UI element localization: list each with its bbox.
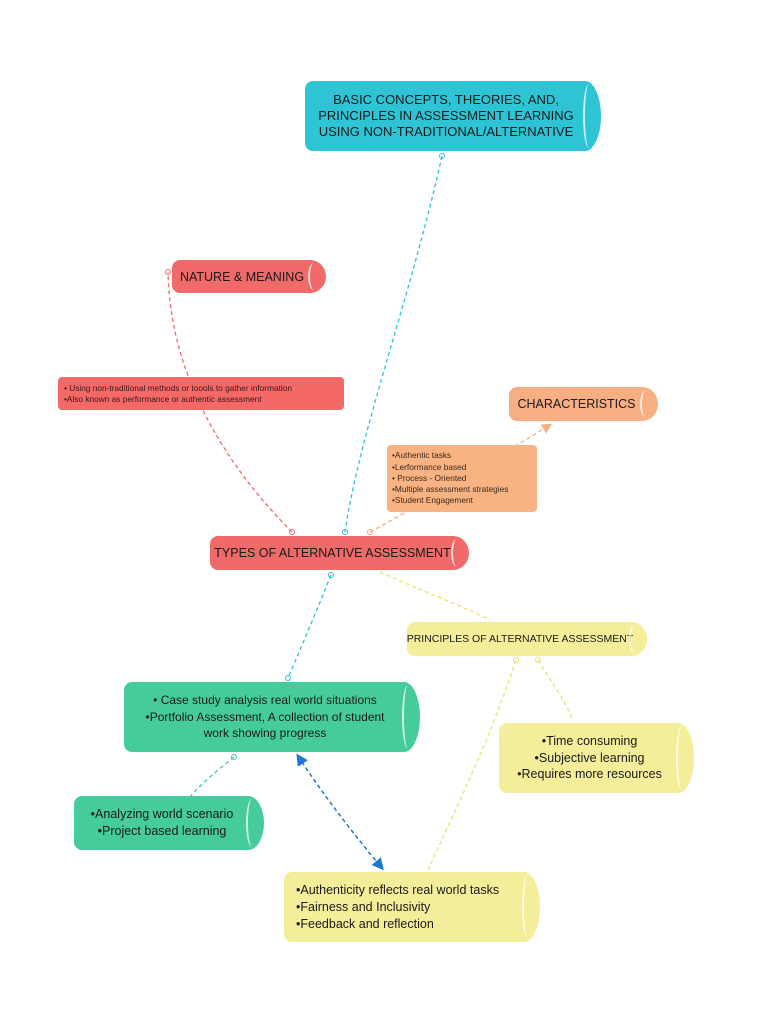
connector-types-to-case-study bbox=[287, 574, 332, 679]
types-node: TYPES OF ALTERNATIVE ASSESSMENT bbox=[210, 536, 469, 570]
node-text-line: •Student Engagement bbox=[392, 495, 473, 506]
nature-meaning-node: NATURE & MEANING bbox=[172, 260, 326, 293]
node-label: NATURE & MEANING bbox=[179, 269, 305, 284]
principles-node: PRINCIPLES OF ALTERNATIVE ASSESSMENT bbox=[407, 622, 647, 656]
node-text-line: PRINCIPLES IN ASSESSMENT LEARNING bbox=[318, 108, 574, 123]
node-text-line: •Project based learning bbox=[97, 824, 227, 838]
characteristics-description-node: •Authentic tasks •Lerformance based • Pr… bbox=[387, 445, 537, 512]
connector-principles-to-drawbacks bbox=[537, 659, 574, 721]
node-label: PRINCIPLES OF ALTERNATIVE ASSESSMENT bbox=[407, 633, 634, 645]
node-text-line: USING NON-TRADITIONAL/ALTERNATIVE bbox=[318, 124, 574, 139]
connector-types-to-principles bbox=[379, 571, 491, 621]
node-text-line: •Feedback and reflection bbox=[296, 916, 434, 931]
node-text-line: • Using non-traditional methods or toool… bbox=[64, 383, 292, 393]
connector-dot bbox=[513, 657, 519, 663]
connector-case-study-to-analyzing bbox=[189, 756, 235, 798]
connector-dot bbox=[231, 754, 237, 760]
case-study-node: • Case study analysis real world situati… bbox=[124, 682, 420, 752]
connector-dot bbox=[328, 572, 334, 578]
connector-dot bbox=[535, 657, 541, 663]
main-topic-node: BASIC CONCEPTS, THEORIES, AND, PRINCIPLE… bbox=[305, 81, 601, 151]
node-text-line: • Process - Oriented bbox=[392, 472, 467, 483]
connector-dot bbox=[367, 529, 373, 535]
connector-dot bbox=[439, 153, 445, 159]
node-label: CHARACTERISTICS bbox=[517, 397, 636, 411]
node-text-line: BASIC CONCEPTS, THEORIES, AND, bbox=[333, 92, 559, 107]
node-text-line: •Portfolio Assessment, A collection of s… bbox=[145, 709, 385, 724]
connector-case-study-to-authenticity bbox=[296, 753, 384, 871]
node-text-line: •Time consuming bbox=[541, 734, 638, 749]
node-label: TYPES OF ALTERNATIVE ASSESSMENT bbox=[214, 546, 451, 560]
node-text-line: •Lerformance based bbox=[392, 461, 467, 472]
characteristics-node: CHARACTERISTICS bbox=[509, 387, 658, 421]
node-text-line: •Analyzing world scenario bbox=[90, 807, 234, 821]
node-text-line: • Case study analysis real world situati… bbox=[153, 693, 377, 708]
node-text-line: •Also known as performance or authentic … bbox=[64, 393, 262, 404]
connector-dot bbox=[289, 529, 295, 535]
node-text-line: work showing progress bbox=[203, 726, 327, 741]
node-text-line: •Requires more resources bbox=[517, 767, 662, 782]
drawbacks-node: •Time consuming •Subjective learning •Re… bbox=[499, 723, 694, 793]
node-text-line: •Fairness and Inclusivity bbox=[296, 899, 431, 914]
connector-dot bbox=[285, 675, 291, 681]
node-text-line: •Multiple assessment strategies bbox=[392, 484, 509, 495]
nature-description-node: • Using non-traditional methods or toool… bbox=[58, 377, 344, 410]
analyzing-node: •Analyzing world scenario •Project based… bbox=[74, 796, 264, 850]
connector-dot bbox=[165, 269, 171, 275]
connector-dot bbox=[342, 529, 348, 535]
node-text-line: •Authentic tasks bbox=[392, 450, 452, 461]
node-text-line: •Subjective learning bbox=[534, 750, 645, 765]
authenticity-node: •Authenticity reflects real world tasks … bbox=[284, 872, 540, 942]
node-text-line: •Authenticity reflects real world tasks bbox=[296, 882, 500, 897]
